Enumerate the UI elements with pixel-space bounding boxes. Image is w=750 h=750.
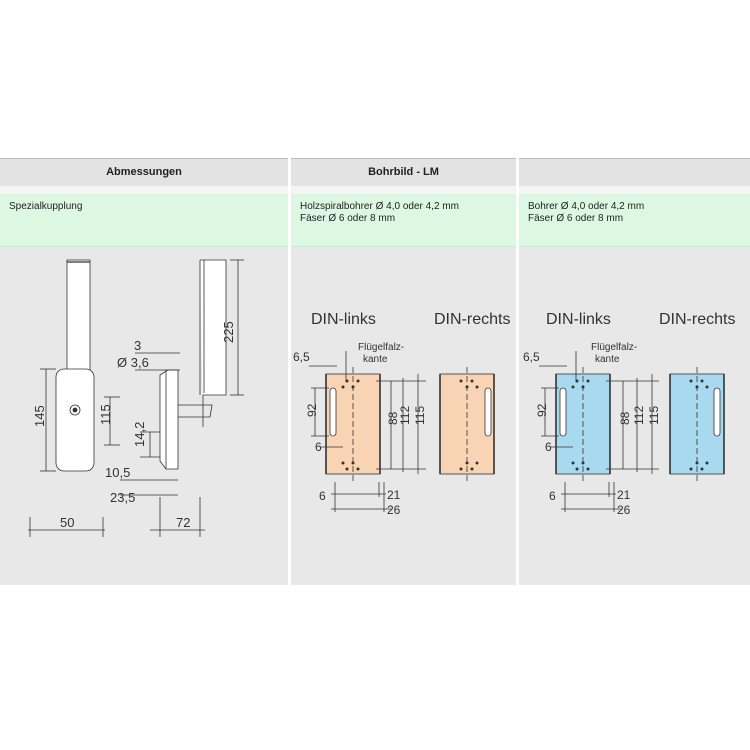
dim-23-5: 23,5: [110, 490, 135, 505]
dim-6-top: 6: [545, 440, 552, 454]
drilling-pattern-metal: DIN-links DIN-rechts: [523, 311, 735, 517]
dim-115: 115: [413, 406, 427, 425]
dim-145: 145: [32, 405, 47, 427]
spacer: [0, 186, 288, 194]
dim-6-5: 6,5: [523, 350, 540, 364]
fluegelfalz-label: Flügelfalz-: [358, 342, 404, 353]
dim-3: 3: [134, 338, 141, 353]
info-line: Fäser Ø 6 oder 8 mm: [528, 213, 624, 224]
din-links-label: DIN-links: [311, 311, 376, 328]
spacer: [519, 186, 750, 194]
dim-88: 88: [386, 411, 400, 425]
drilling-pattern-wood: DIN-links DIN-rechts: [293, 311, 510, 517]
info-line: Bohrer Ø 4,0 oder 4,2 mm: [528, 201, 645, 212]
info-drilling-wood: Holzspiralbohrer Ø 4,0 oder 4,2 mm Fäser…: [291, 194, 516, 247]
dim-115: 115: [647, 406, 661, 425]
spec-table: Abmessungen Spezialkupplung: [0, 158, 750, 585]
dim-21: 21: [617, 488, 631, 502]
dim-88: 88: [618, 411, 632, 425]
dim-26: 26: [387, 503, 401, 517]
handle-lever-front: [66, 259, 91, 381]
din-rechts-label: DIN-rechts: [659, 311, 735, 328]
column-drilling-metal: Bohrer Ø 4,0 oder 4,2 mm Fäser Ø 6 oder …: [519, 158, 750, 585]
info-line: Spezialkupplung: [9, 201, 83, 212]
info-text: Bohrer Ø 4,0 oder 4,2 mm Fäser Ø 6 oder …: [528, 201, 644, 225]
spacer: [291, 186, 516, 194]
dim-72: 72: [176, 515, 190, 530]
dim-50: 50: [60, 515, 74, 530]
info-dimensions: Spezialkupplung: [0, 194, 288, 247]
info-drilling-metal: Bohrer Ø 4,0 oder 4,2 mm Fäser Ø 6 oder …: [519, 194, 750, 247]
handle-rosette-side: [159, 369, 179, 470]
dim-14-2: 14,2: [132, 422, 147, 447]
dim-92: 92: [305, 403, 319, 417]
dim-3-6: Ø 3,6: [117, 355, 149, 370]
din-links-label: DIN-links: [546, 311, 611, 328]
dim-26: 26: [617, 503, 631, 517]
dim-92: 92: [535, 403, 549, 417]
dim-6-bottom: 6: [319, 489, 326, 503]
kante-label: kante: [595, 354, 620, 365]
dim-10-5: 10,5: [105, 465, 130, 480]
din-rechts-label: DIN-rechts: [434, 311, 510, 328]
dim-112: 112: [398, 406, 412, 425]
header-drilling: Bohrbild - LM: [291, 158, 516, 187]
info-line: Fäser Ø 6 oder 8 mm: [300, 213, 396, 224]
header-empty: [519, 158, 750, 187]
drilling-metal-panel: DIN-links DIN-rechts: [519, 247, 750, 585]
dim-112: 112: [632, 406, 646, 425]
info-text: Holzspiralbohrer Ø 4,0 oder 4,2 mm Fäser…: [300, 201, 459, 225]
drilling-wood-panel: DIN-links DIN-rechts: [291, 247, 516, 585]
dim-6-top: 6: [315, 440, 322, 454]
dim-21: 21: [387, 488, 401, 502]
info-line: Holzspiralbohrer Ø 4,0 oder 4,2 mm: [300, 201, 459, 212]
dimensions-drawing-panel: 225 3 Ø 3,6 145 115 14,2 10,5 23,5 50 72: [0, 247, 288, 585]
header-dimensions: Abmessungen: [0, 158, 288, 187]
column-drilling-wood: Bohrbild - LM Holzspiralbohrer Ø 4,0 ode…: [291, 158, 516, 585]
handle-dimension-drawing: 225 3 Ø 3,6 145 115 14,2 10,5 23,5 50 72: [28, 259, 244, 537]
handle-rosette-front: [55, 368, 95, 472]
dim-225: 225: [221, 321, 236, 343]
column-dimensions: Abmessungen Spezialkupplung: [0, 158, 288, 585]
kante-label: kante: [363, 354, 388, 365]
dim-6-bottom: 6: [549, 489, 556, 503]
fluegelfalz-label: Flügelfalz-: [591, 342, 637, 353]
info-text: Spezialkupplung: [9, 201, 82, 213]
dim-115: 115: [98, 404, 113, 425]
dim-6-5: 6,5: [293, 350, 310, 364]
